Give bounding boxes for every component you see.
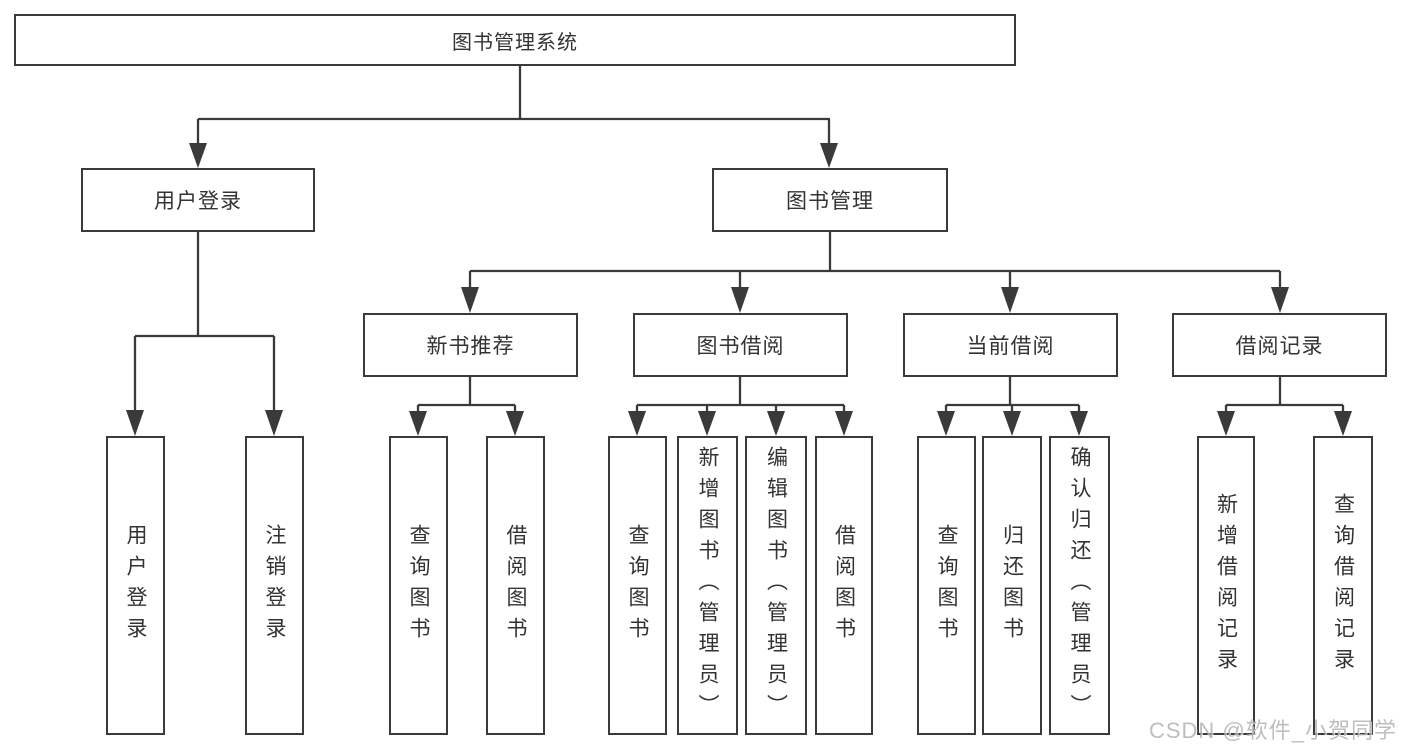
node-book-management-label: 图书管理: [786, 190, 874, 213]
node-bb-add-book-admin: 新增图书（管理员）: [677, 436, 738, 735]
node-logout-label: 注销登录: [263, 523, 286, 648]
node-user-login-label: 用户登录: [154, 190, 242, 213]
node-current-borrowing: 当前借阅: [903, 313, 1118, 377]
node-root: 图书管理系统: [14, 14, 1016, 66]
node-bb-borrow-books-label: 借阅图书: [832, 523, 856, 648]
node-cb-confirm-return-admin-label: 确认归还（管理员）: [1068, 446, 1091, 725]
node-logout: 注销登录: [245, 436, 304, 735]
watermark: CSDN @软件_小贺同学: [1148, 718, 1397, 743]
node-root-label: 图书管理系统: [452, 31, 578, 54]
node-borrow-records: 借阅记录: [1172, 313, 1387, 377]
node-cb-return-books-label: 归还图书: [1000, 523, 1024, 648]
node-nbr-query-books: 查询图书: [389, 436, 448, 735]
node-nbr-borrow-books: 借阅图书: [486, 436, 545, 735]
node-user-login: 用户登录: [81, 168, 315, 232]
node-bb-borrow-books: 借阅图书: [815, 436, 873, 735]
node-login-label: 用户登录: [124, 523, 147, 648]
node-bb-add-book-admin-label: 新增图书（管理员）: [696, 446, 719, 725]
node-cb-return-books: 归还图书: [982, 436, 1042, 735]
node-cb-query-books-label: 查询图书: [935, 523, 958, 648]
node-br-query-borrow-record: 查询借阅记录: [1313, 436, 1373, 735]
node-nbr-borrow-books-label: 借阅图书: [504, 523, 527, 648]
node-nbr-query-books-label: 查询图书: [407, 523, 430, 648]
node-cb-confirm-return-admin: 确认归还（管理员）: [1049, 436, 1110, 735]
node-bb-query-books-label: 查询图书: [626, 523, 649, 648]
node-book-borrowing-label: 图书借阅: [696, 335, 785, 358]
node-cb-query-books: 查询图书: [917, 436, 976, 735]
node-bb-query-books: 查询图书: [608, 436, 667, 735]
node-br-query-borrow-record-label: 查询借阅记录: [1331, 492, 1355, 679]
node-borrow-records-label: 借阅记录: [1235, 335, 1324, 358]
node-current-borrowing-label: 当前借阅: [966, 335, 1055, 358]
node-br-add-borrow-record: 新增借阅记录: [1197, 436, 1255, 735]
node-br-add-borrow-record-label: 新增借阅记录: [1214, 492, 1238, 679]
node-book-management: 图书管理: [712, 168, 948, 232]
node-bb-edit-book-admin-label: 编辑图书（管理员）: [764, 446, 788, 725]
node-new-book-recommend-label: 新书推荐: [426, 335, 515, 358]
node-login: 用户登录: [106, 436, 165, 735]
node-new-book-recommend: 新书推荐: [363, 313, 578, 377]
node-bb-edit-book-admin: 编辑图书（管理员）: [745, 436, 807, 735]
node-book-borrowing: 图书借阅: [633, 313, 848, 377]
